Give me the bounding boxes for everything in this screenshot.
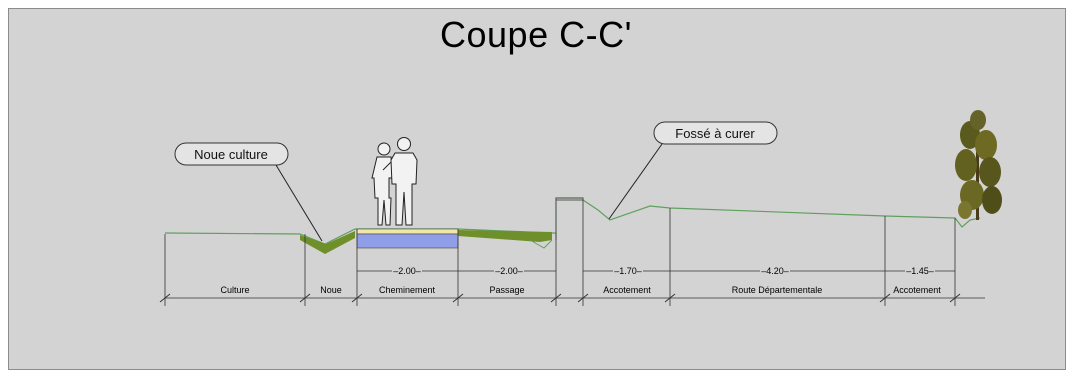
dim-passage: –2.00– — [495, 266, 523, 276]
noue-swale-fill — [300, 231, 355, 254]
section-title: Coupe C-C' — [440, 14, 632, 55]
dimension-lines — [165, 270, 985, 299]
segment-route: Route Départementale — [732, 285, 823, 295]
dim-accotement-right: –1.45– — [906, 266, 934, 276]
passage-vegetation — [458, 230, 552, 242]
passage-ditch-line — [529, 239, 553, 249]
division-lines — [164, 200, 956, 306]
dimension-ticks — [159, 293, 961, 303]
segment-noue: Noue — [320, 285, 342, 295]
callout-fosse-text: Fossé à curer — [675, 126, 755, 141]
hedge-tree-icon — [955, 110, 1002, 220]
segment-accotement-left: Accotement — [603, 285, 651, 295]
callout-noue-text: Noue culture — [194, 147, 268, 162]
dim-accotement-left: –1.70– — [614, 266, 642, 276]
drawing-frame — [8, 8, 1066, 370]
ground-profile — [164, 197, 981, 245]
dim-route: –4.20– — [761, 266, 789, 276]
path-base — [356, 233, 459, 249]
path-surface — [356, 228, 459, 235]
segment-accotement-right: Accotement — [893, 285, 941, 295]
segment-culture: Culture — [220, 285, 249, 295]
pedestrians-icon — [371, 137, 418, 226]
callout-fosse-box — [653, 121, 778, 145]
retaining-wall — [555, 197, 584, 201]
segment-passage: Passage — [489, 285, 524, 295]
callout-noue-leader — [275, 164, 323, 242]
segment-cheminement: Cheminement — [379, 285, 436, 295]
callout-noue-box — [174, 142, 289, 166]
dim-cheminement: –2.00– — [393, 266, 421, 276]
callout-fosse-leader — [608, 143, 663, 220]
